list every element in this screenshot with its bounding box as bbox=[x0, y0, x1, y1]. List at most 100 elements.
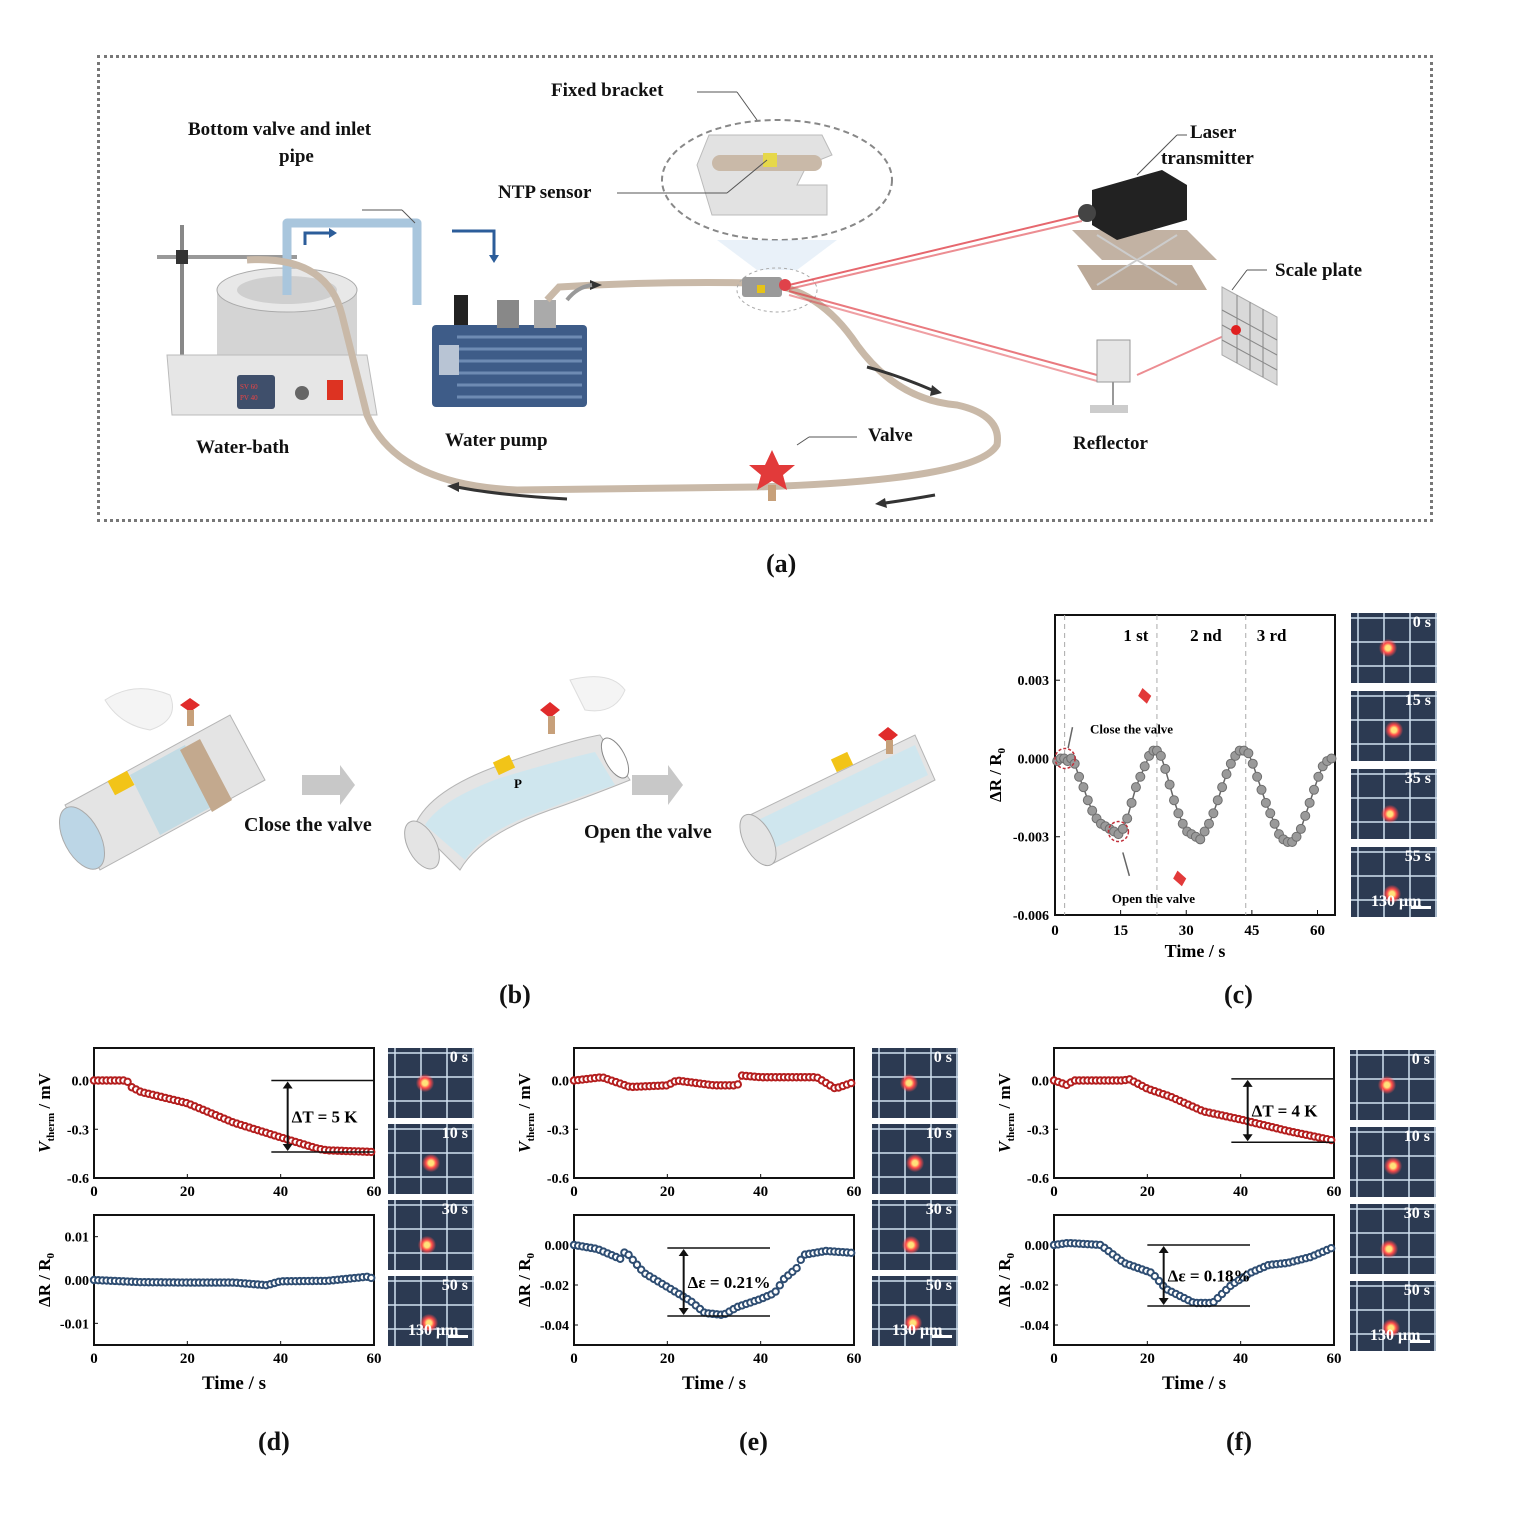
valve-icon bbox=[749, 450, 795, 501]
data-point bbox=[847, 1248, 856, 1258]
panel-label-d: (d) bbox=[258, 1427, 290, 1456]
scale-grid bbox=[1351, 847, 1437, 917]
microscope-image: 0 s bbox=[872, 1048, 958, 1118]
panel-label-a: (a) bbox=[766, 549, 797, 578]
data-point bbox=[1208, 808, 1219, 819]
y-tick-label: 0.003 bbox=[1018, 674, 1050, 689]
panel-a-frame bbox=[97, 55, 1433, 522]
label-laser-line2: transmitter bbox=[1161, 148, 1254, 169]
x-tick-label: 0 bbox=[1051, 923, 1059, 939]
arrowhead-icon bbox=[678, 1308, 689, 1315]
scale-bar-label: 130 μm bbox=[1371, 893, 1422, 910]
laser-spot-icon bbox=[1385, 721, 1403, 739]
data-point bbox=[1204, 818, 1214, 829]
y-tick-label: -0.04 bbox=[540, 1319, 569, 1334]
label-ntp-sensor: NTP sensor bbox=[498, 182, 592, 203]
laser-spot-icon bbox=[1384, 1157, 1402, 1175]
data-point bbox=[1195, 834, 1206, 845]
scale-grid bbox=[388, 1276, 474, 1346]
x-axis-label: Time / s bbox=[1162, 1373, 1226, 1394]
data-point bbox=[1217, 782, 1228, 793]
timestamp: 0 s bbox=[1412, 614, 1431, 631]
x-tick-label: 0 bbox=[90, 1351, 98, 1367]
x-tick-label: 0 bbox=[90, 1184, 98, 1200]
data-point bbox=[1164, 779, 1175, 790]
data-point bbox=[1130, 782, 1141, 793]
laser-spot-icon bbox=[906, 1154, 924, 1172]
timestamp: 15 s bbox=[1404, 692, 1431, 709]
label-laser-line1: Laser bbox=[1190, 122, 1237, 143]
y-tick-label: -0.003 bbox=[1013, 831, 1049, 846]
data-point bbox=[792, 1264, 801, 1273]
data-point bbox=[1082, 795, 1093, 806]
microscope-image: 35 s bbox=[1351, 769, 1437, 839]
laser-spot-icon bbox=[422, 1154, 440, 1172]
data-point bbox=[1247, 758, 1258, 769]
water-bath-icon: SV 60 PV 40 bbox=[157, 225, 378, 416]
scale-grid bbox=[872, 1276, 958, 1346]
x-tick-label: 0 bbox=[1050, 1351, 1058, 1367]
data-point bbox=[1135, 771, 1146, 782]
plot-frame bbox=[1054, 614, 1336, 916]
laser-spot-icon bbox=[1380, 1240, 1398, 1258]
data-point bbox=[796, 1255, 805, 1265]
x-axis-label: Time / s bbox=[202, 1373, 266, 1394]
timestamp: 50 s bbox=[1403, 1282, 1430, 1299]
laser-spot-icon bbox=[1378, 1076, 1396, 1094]
data-point bbox=[616, 1254, 625, 1264]
laser-spot-icon bbox=[416, 1074, 434, 1092]
label-reflector: Reflector bbox=[1073, 433, 1148, 454]
data-point bbox=[1265, 808, 1276, 819]
x-tick-label: 60 bbox=[1310, 923, 1325, 939]
y-axis-label: Vtherm / mV bbox=[35, 1072, 57, 1152]
data-point bbox=[1160, 763, 1171, 774]
data-point bbox=[1313, 771, 1324, 782]
water-pump-icon bbox=[432, 295, 587, 407]
scale-bar bbox=[1411, 906, 1431, 909]
data-point bbox=[1212, 795, 1223, 806]
data-point bbox=[1260, 797, 1271, 808]
series-line bbox=[1056, 749, 1332, 843]
data-point bbox=[775, 1281, 784, 1290]
label-bottom-valve-line1: Bottom valve and inlet bbox=[188, 119, 372, 140]
data-point bbox=[367, 1273, 376, 1283]
y-axis-label: ΔR / R0 bbox=[995, 1253, 1017, 1307]
data-point bbox=[624, 1250, 633, 1260]
microscope-image: 0 s bbox=[388, 1048, 474, 1118]
svg-text:SV 60: SV 60 bbox=[240, 383, 258, 391]
label-water-pump: Water pump bbox=[445, 430, 548, 451]
data-point bbox=[1309, 784, 1319, 795]
scale-grid bbox=[1350, 1281, 1436, 1351]
timestamp: 0 s bbox=[449, 1049, 468, 1066]
reflector-icon bbox=[1090, 339, 1131, 413]
data-point bbox=[1139, 761, 1150, 772]
data-point bbox=[1117, 823, 1128, 834]
annotation-label: Δε = 0.18% bbox=[1168, 1267, 1251, 1286]
y-tick-label: -0.3 bbox=[547, 1123, 569, 1138]
timestamp: 30 s bbox=[1403, 1205, 1430, 1222]
scale-bar bbox=[448, 1335, 468, 1338]
x-tick-label: 20 bbox=[180, 1351, 195, 1367]
y-tick-label: -0.6 bbox=[67, 1172, 89, 1187]
arrowhead-icon bbox=[1242, 1134, 1253, 1142]
data-point bbox=[1269, 818, 1280, 829]
step-open-valve: Open the valve bbox=[584, 821, 712, 843]
annotation-close: Close the valve bbox=[1090, 722, 1173, 737]
x-tick-label: 60 bbox=[367, 1184, 382, 1200]
highlight-circle bbox=[1054, 747, 1076, 770]
plot-frame bbox=[573, 1047, 855, 1179]
x-tick-label: 60 bbox=[1327, 1351, 1342, 1367]
x-axis-label: Time / s bbox=[1165, 941, 1226, 961]
annotation-label: ΔT = 5 K bbox=[292, 1107, 359, 1126]
x-tick-label: 40 bbox=[753, 1351, 768, 1367]
step-close-valve: Close the valve bbox=[244, 814, 372, 836]
pipe-initial-icon bbox=[58, 688, 266, 871]
valve-icon bbox=[1138, 688, 1152, 704]
y-axis-label: ΔR / R0 bbox=[35, 1253, 57, 1307]
x-axis-label: Time / s bbox=[682, 1373, 746, 1394]
scale-bar bbox=[932, 1335, 952, 1338]
data-point bbox=[1225, 758, 1236, 769]
annotation-label: Δε = 0.21% bbox=[688, 1273, 771, 1292]
